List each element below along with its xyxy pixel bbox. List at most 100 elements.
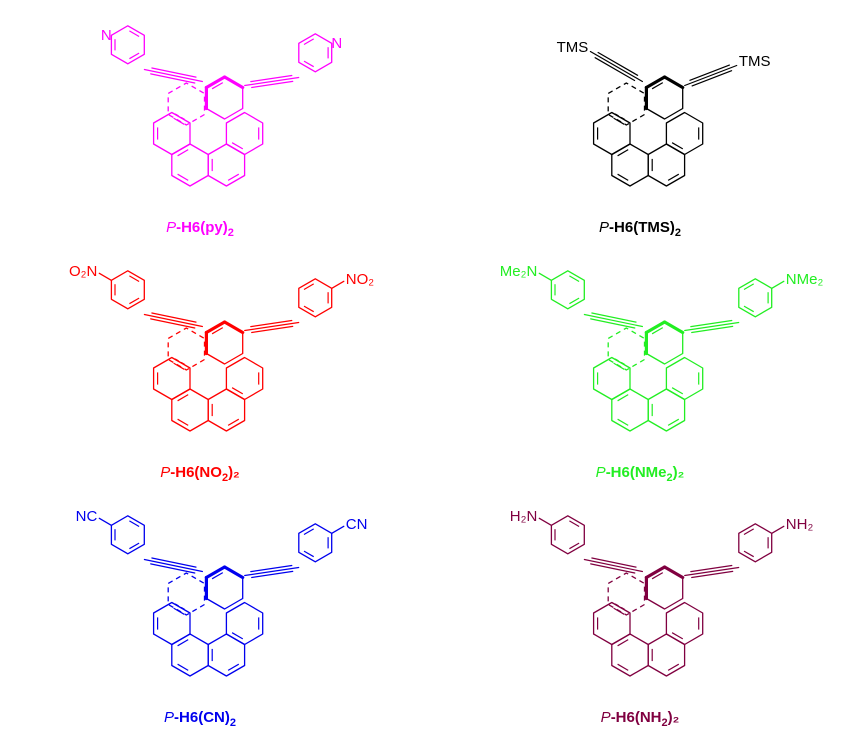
substituent-bond-right bbox=[331, 525, 345, 534]
helicene-back-ring bbox=[167, 572, 206, 616]
helicene-ring-double-bond bbox=[617, 418, 629, 426]
helicene-back-ring-double-bond bbox=[613, 602, 625, 610]
substituent-left: NC bbox=[76, 508, 98, 525]
alkyne-right bbox=[684, 321, 740, 332]
helicene-ring bbox=[171, 143, 209, 187]
alkyne-left bbox=[583, 313, 644, 328]
aryl-ring-right-double-bond bbox=[743, 550, 755, 558]
caption-subscript: 2 bbox=[222, 472, 228, 484]
substituent-bond-right bbox=[331, 280, 345, 289]
caption-subscript: 2 bbox=[662, 717, 668, 729]
helicene-ring bbox=[152, 356, 191, 401]
aryl-ring-right-double-bond bbox=[303, 38, 314, 46]
substituent-right: CN bbox=[346, 516, 368, 533]
helicene-ring bbox=[152, 601, 191, 646]
helicene-back-ring bbox=[167, 327, 206, 371]
helicene-ring bbox=[647, 388, 686, 432]
alkyne-left bbox=[151, 557, 197, 568]
helicene-back-ring bbox=[607, 327, 646, 371]
aryl-ring-left bbox=[550, 515, 585, 555]
caption-name: -H6(TMS) bbox=[609, 219, 675, 236]
helicene-ring-double-bond bbox=[617, 663, 629, 671]
alkyne-right bbox=[251, 570, 294, 579]
helicene-ring-double-bond bbox=[667, 663, 680, 671]
aryl-ring-left-double-bond bbox=[569, 520, 580, 528]
aryl-ring-right bbox=[738, 523, 773, 563]
alkyne-right bbox=[684, 566, 740, 577]
alkyne-right bbox=[690, 564, 733, 573]
alkyne-left bbox=[590, 318, 636, 329]
aryl-ring-right-double-bond bbox=[743, 528, 754, 536]
aryl-ring-right bbox=[298, 523, 333, 563]
aryl-ring-left bbox=[550, 270, 585, 310]
substituent-bond-left bbox=[538, 272, 552, 281]
helicene-ring bbox=[665, 601, 704, 646]
helicene-ring bbox=[225, 111, 264, 156]
helicene-ring-double-bond bbox=[667, 173, 680, 181]
aryl-ring-left-double-bond bbox=[129, 542, 140, 550]
aryl-ring-right-double-bond bbox=[743, 283, 755, 291]
substituent-right: TMS bbox=[739, 53, 771, 70]
caption-chirality: P bbox=[601, 709, 611, 726]
helicene-ring-double-bond bbox=[231, 142, 244, 150]
substituent-right: NO₂ bbox=[346, 271, 375, 288]
caption-name: -H6(NO bbox=[170, 464, 222, 481]
helicene-bold-bond bbox=[662, 75, 685, 90]
substituent-left: TMS bbox=[557, 39, 589, 56]
helicene-ring-double-bond bbox=[617, 394, 629, 402]
helicene-back-ring bbox=[607, 572, 646, 616]
substituent-left: Me₂N bbox=[500, 263, 538, 280]
aryl-ring-left bbox=[110, 270, 145, 310]
alkyne-right bbox=[691, 70, 733, 87]
aryl-ring-left bbox=[110, 25, 145, 65]
substituent-bond-right bbox=[771, 525, 785, 534]
aryl-ring-left bbox=[110, 515, 145, 555]
helicene-back-ring-double-bond bbox=[173, 602, 185, 610]
aryl-ring-left-double-bond bbox=[129, 275, 140, 283]
caption-name: -H6(py) bbox=[176, 219, 228, 236]
helicene-bold-bond bbox=[223, 565, 245, 580]
helicene-ring-double-bond bbox=[227, 173, 240, 181]
compound-caption: P-H6(CN)2 bbox=[164, 709, 236, 729]
aryl-ring-left-double-bond bbox=[129, 30, 140, 38]
alkyne-left bbox=[143, 558, 203, 573]
helicene-ring bbox=[225, 356, 264, 401]
alkyne-left bbox=[150, 318, 196, 329]
helicene-ring bbox=[225, 601, 264, 646]
caption-chirality: P bbox=[599, 219, 609, 236]
helicene-ring bbox=[647, 633, 686, 677]
helicene-back-ring-double-bond bbox=[613, 357, 625, 365]
compound-cn: NC CN P-H6(CN)2 bbox=[76, 508, 368, 729]
alkyne-right bbox=[251, 325, 294, 334]
helicene-ring bbox=[171, 633, 209, 677]
helicene-bold-bond bbox=[644, 75, 667, 90]
helicene-bold-bond bbox=[662, 565, 685, 580]
substituent-bond-left bbox=[538, 517, 552, 526]
aryl-ring-left-double-bond bbox=[129, 52, 140, 60]
compound-tms: TMS TMS P-H6(TMS)2 bbox=[557, 39, 771, 239]
helicene-bold-bond bbox=[644, 565, 667, 580]
alkyne-left bbox=[150, 563, 196, 574]
aryl-ring-right-double-bond bbox=[303, 60, 314, 68]
alkyne-left bbox=[143, 68, 203, 83]
helicene-front-ring-double-bond bbox=[211, 82, 224, 90]
substituent-left: H₂N bbox=[510, 508, 538, 525]
substituent-bond-left bbox=[98, 517, 112, 526]
helicene-bold-bond bbox=[223, 320, 245, 335]
helicene-back-ring bbox=[607, 82, 646, 126]
aryl-ring-left-double-bond bbox=[569, 542, 580, 550]
aryl-ring-left-double-bond bbox=[569, 297, 580, 305]
alkyne-right bbox=[684, 64, 738, 87]
alkyne-right bbox=[250, 74, 293, 83]
helicene-ring bbox=[665, 111, 704, 156]
aryl-ring-right-double-bond bbox=[303, 550, 315, 558]
caption-subscript: 2 bbox=[667, 472, 673, 484]
helicene-ring-double-bond bbox=[231, 632, 244, 640]
caption-name: -H6(NMe bbox=[606, 464, 667, 481]
alkyne-right bbox=[244, 321, 300, 332]
compound-caption: P-H6(TMS)2 bbox=[599, 219, 681, 239]
helicene-front-ring-double-bond bbox=[211, 572, 224, 580]
